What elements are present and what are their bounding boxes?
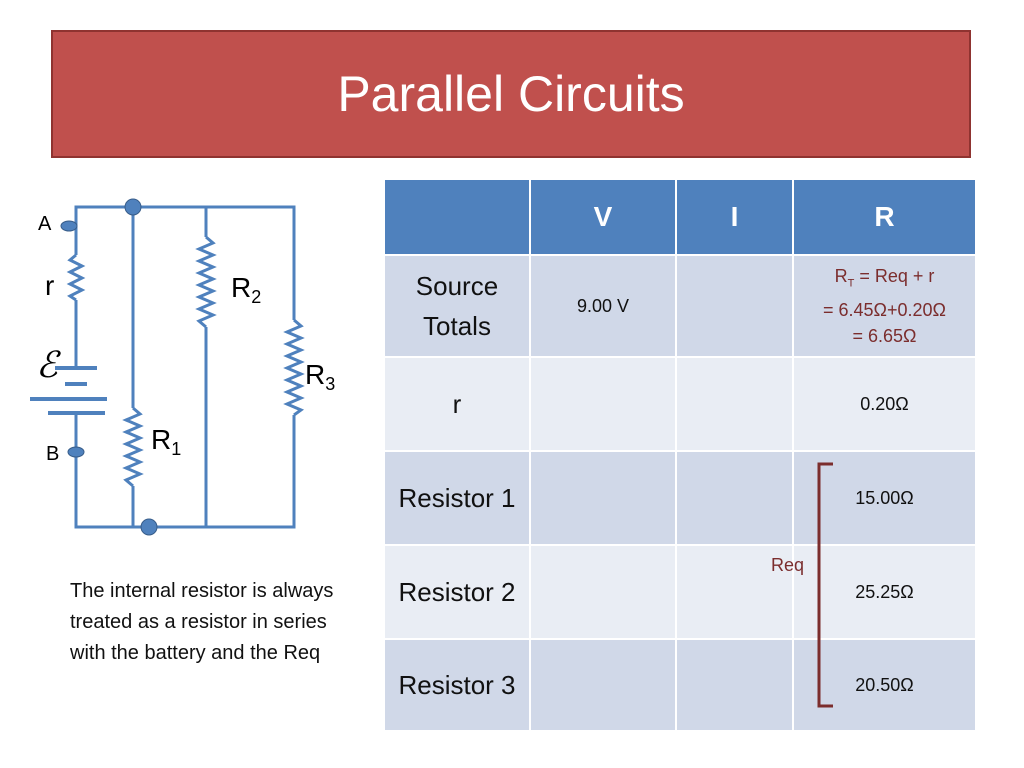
table-row: Resistor 1 15.00Ω: [383, 450, 977, 546]
req-label: Req: [771, 555, 805, 575]
cell-i: [675, 254, 794, 358]
internal-resistor-zigzag: [66, 253, 86, 302]
r1-zigzag: [122, 406, 144, 488]
label-a: A: [38, 213, 52, 235]
terminal-a: [60, 220, 78, 232]
top-wire: [74, 205, 296, 320]
battery-symbol: [30, 366, 107, 415]
table-header-row: V I R: [383, 178, 977, 256]
cell-r: 25.25Ω: [792, 544, 977, 640]
label-r1: R1: [151, 424, 181, 459]
junction-top: [124, 198, 142, 216]
header-v: V: [529, 178, 677, 256]
table-row: Source Totals 9.00 V RT = Req + r = 6.45…: [383, 254, 977, 358]
label-r3: R3: [305, 359, 335, 394]
cell-r: 20.50Ω: [792, 638, 977, 732]
cell-r: 0.20Ω: [792, 356, 977, 452]
cell-v: [529, 638, 677, 732]
slide-title: Parallel Circuits: [337, 66, 685, 122]
junction-bottom: [140, 518, 158, 536]
header-blank: [383, 178, 531, 256]
cell-r: 15.00Ω: [792, 450, 977, 546]
row-label: Source Totals: [383, 254, 531, 358]
circuit-wires: [66, 205, 305, 529]
label-r2: R2: [231, 272, 261, 307]
row-label: r: [383, 356, 531, 452]
table-row: Resistor 2 25.25Ω: [383, 544, 977, 640]
internal-resistor-note: The internal resistor is always treated …: [70, 580, 334, 664]
row-label: Resistor 2: [383, 544, 531, 640]
cell-i: [675, 544, 794, 640]
title-banner: Parallel Circuits: [51, 30, 971, 158]
r2-zigzag: [195, 235, 217, 329]
cell-i: [675, 356, 794, 452]
cell-v: [529, 544, 677, 640]
cell-i: [675, 450, 794, 546]
label-emf: ℰ: [36, 345, 61, 386]
cell-v: [529, 450, 677, 546]
bottom-wire: [74, 415, 296, 529]
table-row: Resistor 3 20.50Ω: [383, 638, 977, 732]
row-label: Resistor 1: [383, 450, 531, 546]
label-b: B: [46, 443, 59, 465]
total-resistance-formula: RT = Req + r = 6.45Ω+0.20Ω = 6.65Ω: [792, 254, 977, 358]
header-i: I: [675, 178, 794, 256]
label-r: r: [45, 270, 54, 301]
table-row: r 0.20Ω: [383, 356, 977, 452]
vir-table: V I R Source Totals 9.00 V RT = Req + r …: [383, 178, 977, 732]
cell-v: [529, 356, 677, 452]
r3-zigzag: [283, 318, 305, 417]
row-label: Resistor 3: [383, 638, 531, 732]
cell-i: [675, 638, 794, 732]
header-r: R: [792, 178, 977, 256]
cell-v: 9.00 V: [529, 254, 677, 358]
terminal-b: [67, 446, 85, 458]
